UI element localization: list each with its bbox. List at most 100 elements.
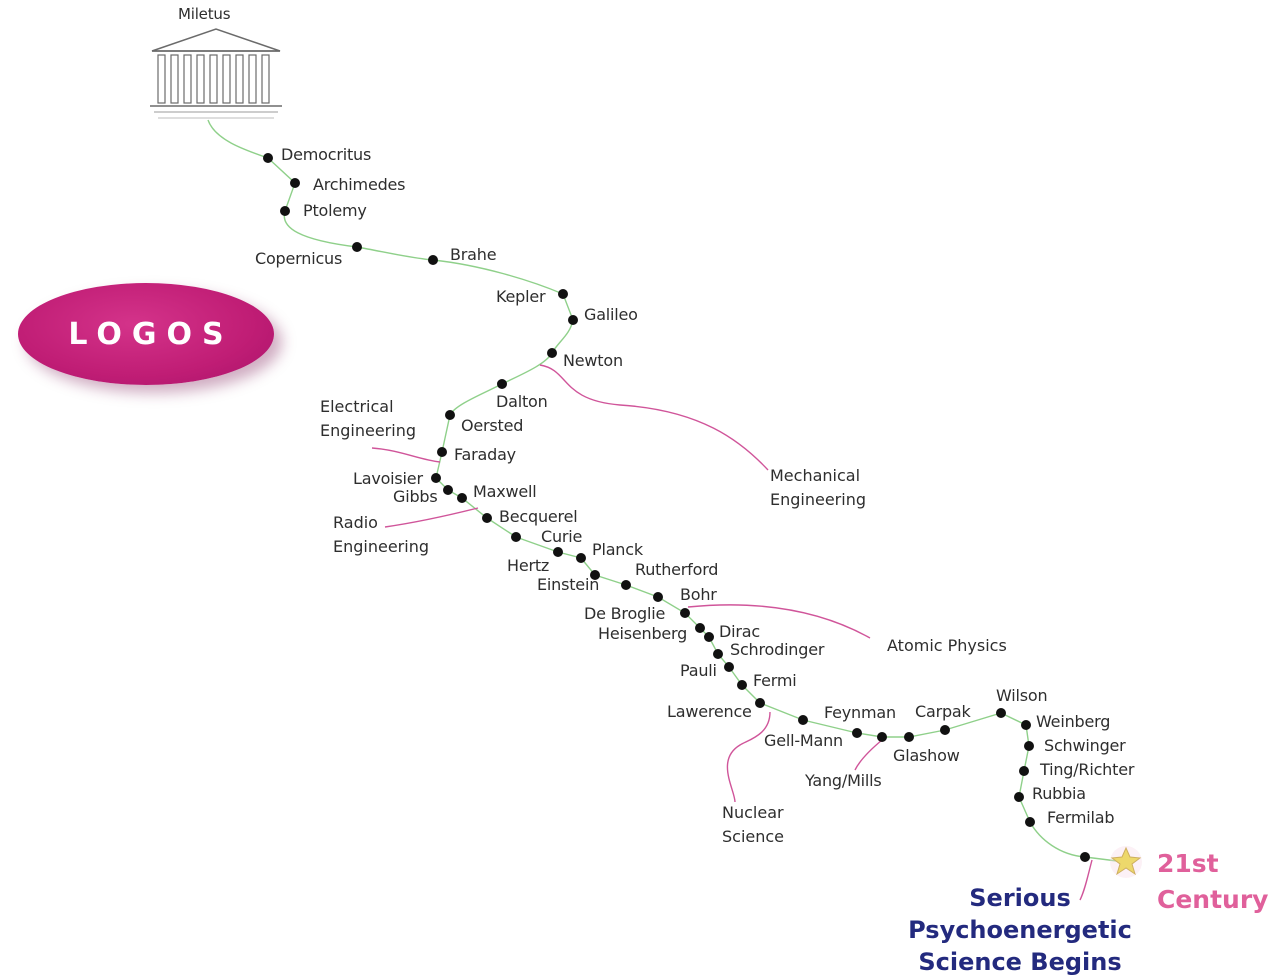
label-gibbs: Gibbs (393, 487, 438, 506)
label-ptolemy: Ptolemy (303, 201, 367, 220)
label-wilson: Wilson (996, 686, 1048, 705)
label-archimedes: Archimedes (313, 175, 406, 194)
label-einstein: Einstein (537, 575, 600, 594)
branch-electrical-engineering: Electrical Engineering (320, 397, 416, 440)
dot-dalton (497, 379, 507, 389)
serious-science-label: Serious Psychoenergetic Science Begins (908, 884, 1132, 976)
dot-schrodinger (713, 649, 723, 659)
label-fermilab: Fermilab (1047, 808, 1115, 827)
century-label: 21st Century (1157, 849, 1269, 914)
dot-galileo (568, 315, 578, 325)
logos-text: LOGOS (68, 316, 234, 352)
label-democritus: Democritus (281, 145, 372, 164)
radio-branch-line (384, 507, 479, 528)
dot-pauli (724, 662, 734, 672)
dot-maxwell (457, 493, 467, 503)
label-schwinger: Schwinger (1044, 736, 1126, 755)
yangmills-branch-line (854, 739, 883, 771)
dot-yangmills (877, 732, 887, 742)
dot-schwinger (1024, 741, 1034, 751)
dot-fermi (737, 680, 747, 690)
dot-tingrichter (1019, 766, 1029, 776)
label-curie: Curie (541, 527, 583, 546)
dot-weinberg (1021, 720, 1031, 730)
label-tingrichter: Ting/Richter (1040, 760, 1135, 779)
label-copernicus: Copernicus (255, 249, 343, 268)
label-rubbia: Rubbia (1032, 784, 1086, 803)
dot-ptolemy (280, 206, 290, 216)
electrical-branch-line (371, 447, 441, 463)
label-planck: Planck (592, 540, 643, 559)
dot-curie (553, 547, 563, 557)
dot-dirac (704, 632, 714, 642)
dot-feynman (798, 715, 808, 725)
label-pauli: Pauli (680, 661, 717, 680)
dot-lavoisier (431, 473, 441, 483)
label-dirac: Dirac (719, 622, 760, 641)
dot-wilson (996, 708, 1006, 718)
dot-planck (576, 553, 586, 563)
dot-rutherford (621, 580, 631, 590)
dot-copernicus (352, 242, 362, 252)
label-fermi: Fermi (753, 671, 797, 690)
label-faraday: Faraday (454, 445, 516, 464)
label-gellmann: Gell-Mann (764, 731, 843, 750)
label-rutherford: Rutherford (635, 560, 719, 579)
label-schrodinger: Schrodinger (730, 640, 825, 659)
dot-lawerence (755, 698, 765, 708)
dot-oersted (445, 410, 455, 420)
label-glashow: Glashow (893, 746, 960, 765)
label-maxwell: Maxwell (473, 482, 537, 501)
dot-einstein (590, 570, 600, 580)
origin-label: Miletus (178, 5, 231, 23)
label-brahe: Brahe (450, 245, 497, 264)
label-yangmills: Yang/Mills (805, 771, 882, 790)
label-newton: Newton (563, 351, 623, 370)
label-hertz: Hertz (507, 556, 550, 575)
label-carpak: Carpak (915, 702, 971, 721)
label-debroglie: De Broglie (584, 604, 666, 623)
branch-mechanical-engineering: Mechanical Engineering (770, 466, 866, 509)
label-heisenberg: Heisenberg (598, 624, 688, 643)
dot-gellmann (852, 728, 862, 738)
mechanical-branch-line (539, 364, 769, 471)
label-galileo: Galileo (584, 305, 638, 324)
label-feynman: Feynman (824, 703, 896, 722)
label-oersted: Oersted (461, 416, 524, 435)
dot-debroglie (680, 608, 690, 618)
dot-faraday (437, 447, 447, 457)
branch-radio-engineering: Radio Engineering (333, 513, 429, 556)
label-dalton: Dalton (496, 392, 548, 411)
dot-21st (1080, 852, 1090, 862)
star-icon (1110, 846, 1142, 876)
dot-kepler (558, 289, 568, 299)
dot-hertz (511, 532, 521, 542)
label-lawerence: Lawerence (667, 702, 752, 721)
nuclear-branch-line (726, 711, 771, 803)
dot-becquerel (482, 513, 492, 523)
dot-carpak (940, 725, 950, 735)
label-bohr: Bohr (680, 585, 717, 604)
dot-archimedes (290, 178, 300, 188)
label-weinberg: Weinberg (1036, 712, 1111, 731)
dot-glashow (904, 732, 914, 742)
dot-gibbs (443, 485, 453, 495)
dot-fermilab (1025, 817, 1035, 827)
dot-brahe (428, 255, 438, 265)
dot-democritus (263, 153, 273, 163)
label-becquerel: Becquerel (499, 507, 578, 526)
label-lavoisier: Lavoisier (353, 469, 423, 488)
branch-atomic-physics: Atomic Physics (887, 636, 1007, 655)
label-kepler: Kepler (496, 287, 546, 306)
greek-temple-icon (150, 28, 282, 119)
atomic-branch-line (687, 604, 871, 639)
dot-rubbia (1014, 792, 1024, 802)
branch-nuclear-science: Nuclear Science (722, 803, 785, 846)
dot-bohr (653, 592, 663, 602)
logos-badge: LOGOS (18, 283, 274, 385)
serious-branch-line (1079, 859, 1093, 901)
dot-heisenberg (695, 623, 705, 633)
dot-newton (547, 348, 557, 358)
